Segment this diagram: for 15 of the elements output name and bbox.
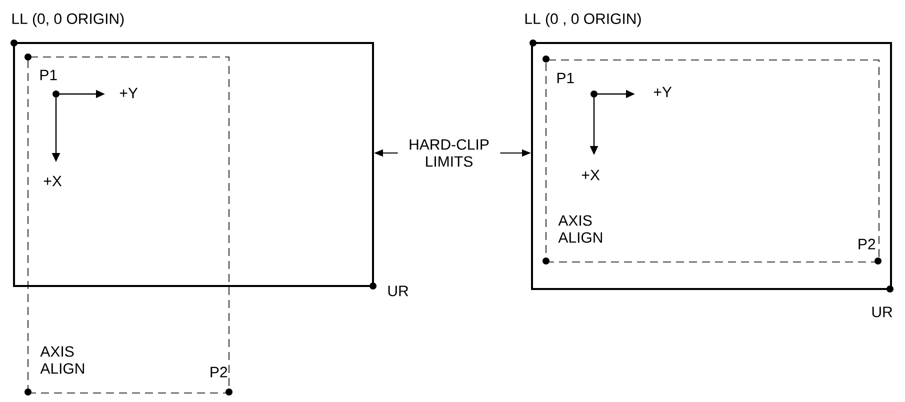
point-label: P1 — [40, 70, 57, 80]
point-label: P2 — [858, 238, 876, 250]
clip-limit-frame — [13, 42, 374, 287]
point-label: +Y — [120, 88, 138, 98]
point-label: +X — [44, 176, 62, 186]
point-label: +X — [582, 170, 600, 180]
point-label: LL (0, 0 ORIGIN) — [12, 13, 124, 27]
point-label: P2 — [210, 366, 228, 378]
point-label: UR — [388, 286, 408, 296]
point-label: LL (0 , 0 ORIGIN) — [525, 13, 641, 27]
limit-label: HARD-CLIP LIMITS — [410, 139, 489, 167]
clip-limit-frame — [531, 42, 892, 290]
point-label: +Y — [654, 86, 672, 98]
point-label: P1 — [557, 72, 574, 84]
point-label: UR — [872, 306, 892, 318]
